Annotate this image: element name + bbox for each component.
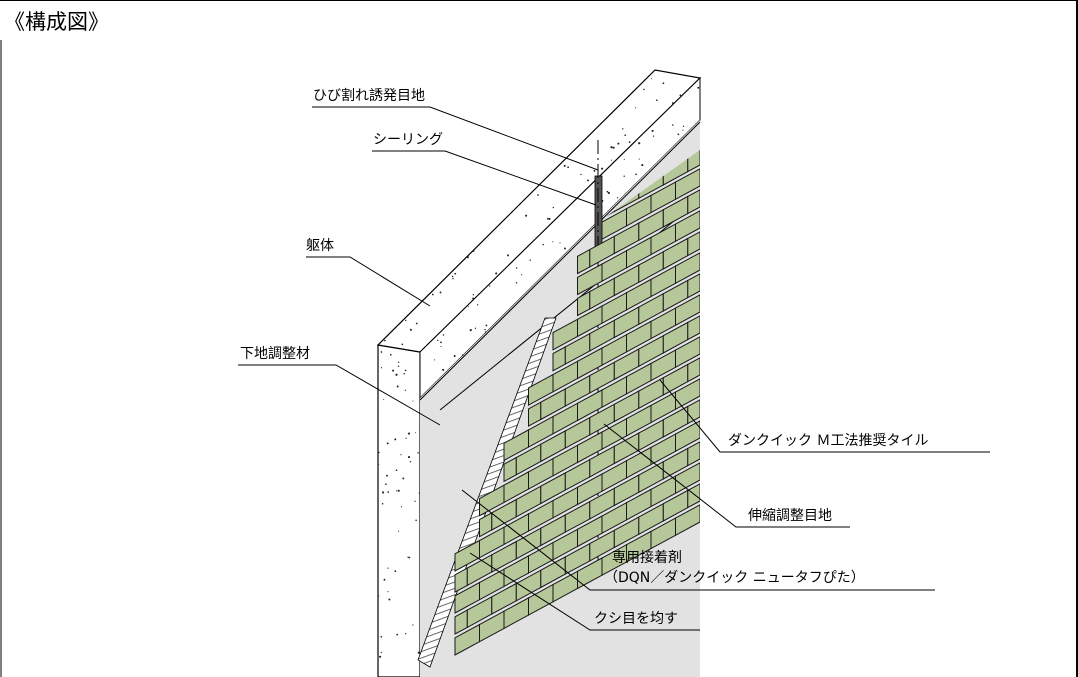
structure-front-face (377, 344, 421, 677)
label-base-adjustment: 下地調整材 (240, 346, 310, 362)
tile (675, 167, 700, 201)
label-tile: ダンクイック Ｍ工法推奨タイル (728, 433, 929, 449)
concrete-speckles (377, 78, 700, 658)
base-adjust-edge (419, 121, 701, 401)
leader-comb (469, 552, 700, 631)
tile (675, 503, 700, 537)
tile (687, 272, 700, 299)
leader-base-adjust (238, 364, 441, 426)
leader-tile (659, 379, 990, 453)
label-adhesive: 専用接着剤 (612, 550, 682, 566)
tile (687, 188, 700, 215)
diagram-title: 《構成図》 (4, 10, 109, 34)
tile (687, 482, 700, 509)
label-comb-marks: クシ目を均す (594, 611, 678, 627)
tile (687, 230, 700, 257)
leader-expansion (603, 423, 850, 528)
label-crack-inducing-joint: ひび割れ誘発目地 (313, 88, 425, 104)
label-expansion-joint: 伸縮調整目地 (748, 508, 832, 524)
leader-sealing (372, 150, 597, 206)
leader-crack-joint (312, 106, 599, 171)
leader-adhesive (461, 489, 935, 591)
tile (675, 251, 700, 285)
tile (687, 314, 700, 341)
tile-field (454, 150, 700, 656)
tile (687, 356, 700, 383)
tile (675, 209, 700, 243)
leader-structure (306, 256, 431, 307)
label-adhesive-product: （DQN／ダンクイック ニュータフぴた） (604, 570, 865, 586)
label-structure: 躯体 (306, 238, 334, 254)
label-sealing: シーリング (373, 132, 443, 148)
leader-lines (238, 106, 990, 631)
tile (675, 461, 700, 495)
tile (687, 440, 700, 467)
tile (675, 335, 700, 369)
tile (675, 419, 700, 453)
adhesive-comb-hatch (417, 317, 557, 668)
tile (675, 293, 700, 327)
